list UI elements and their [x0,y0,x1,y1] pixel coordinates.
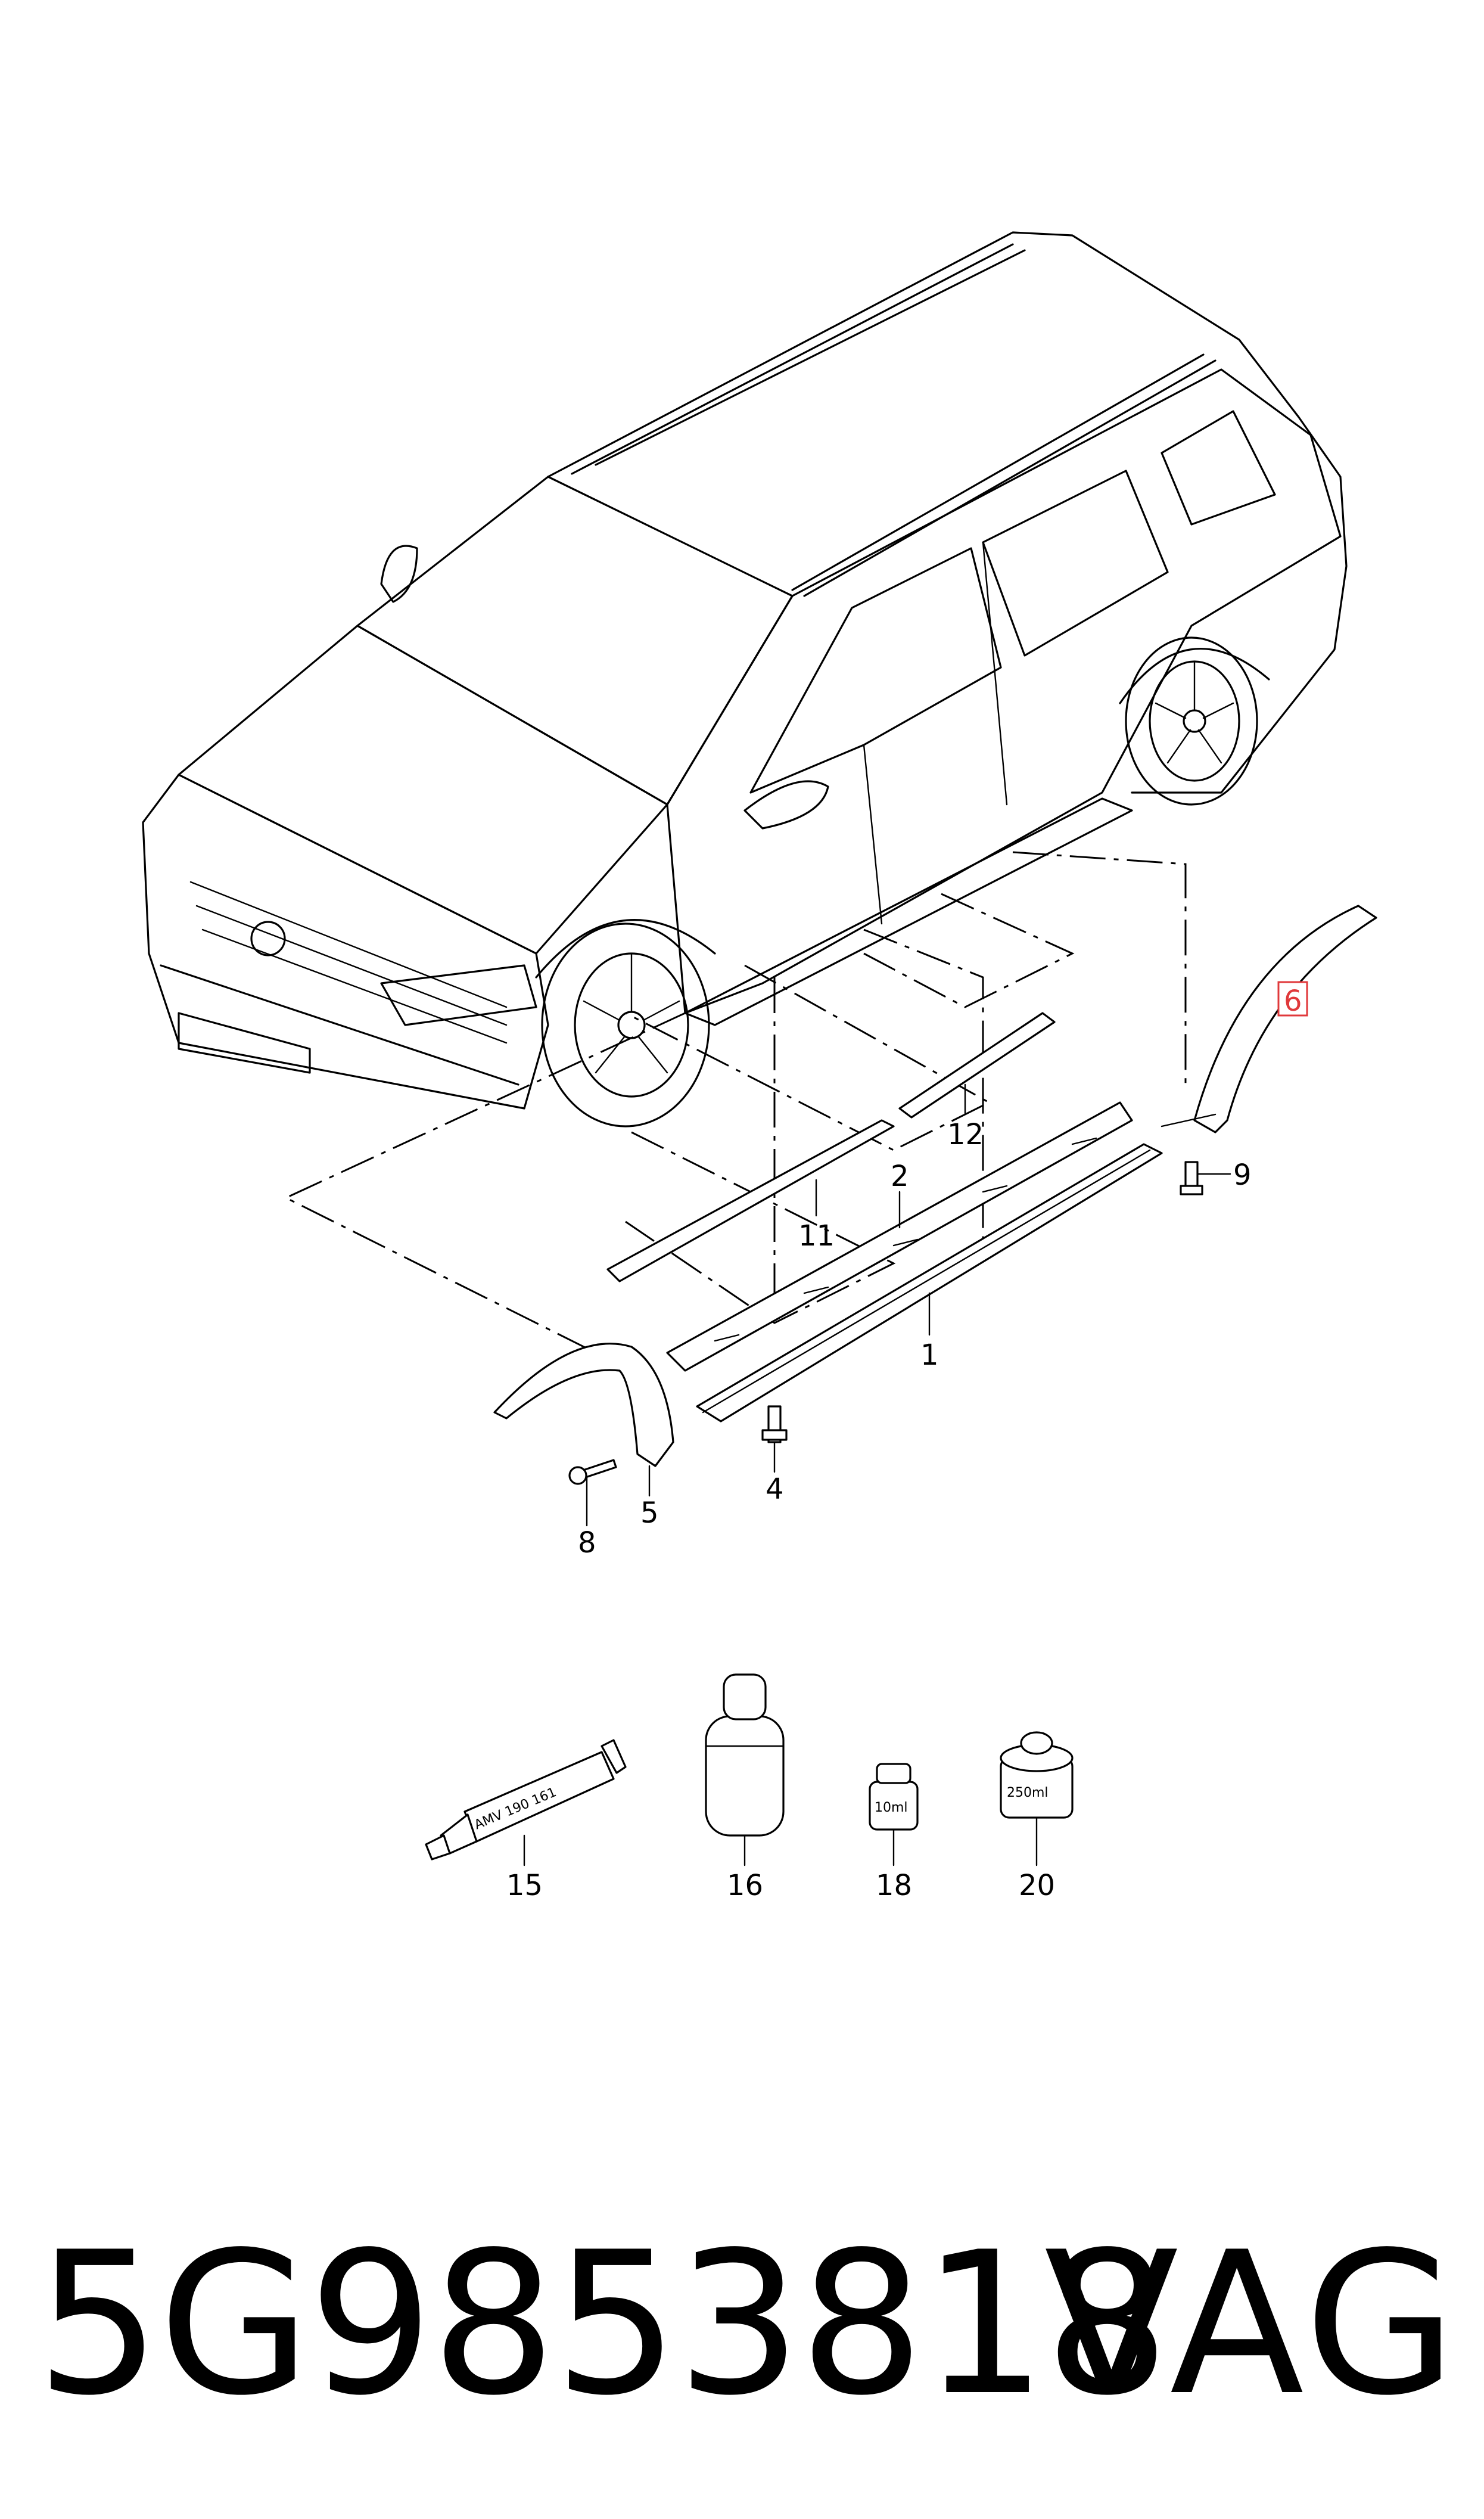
product-bottle [705,1673,785,1837]
part-sill-bracket [666,1101,1133,1372]
callout-15: 15 [506,1869,543,1902]
callout-16: 16 [727,1869,763,1902]
screw-icon-8 [568,1459,617,1485]
callout-6: 6 [1284,984,1302,1018]
front-wheel [535,919,716,1128]
callout-4: 4 [766,1473,784,1506]
jar-small-label: 10ml [875,1800,908,1815]
part-sill-trim [696,1143,1163,1422]
jar-large-label: 250ml [1007,1785,1049,1800]
callout-leaders [523,1000,1294,1866]
part-rear-wheel-arch [1161,905,1377,1133]
callout-2: 2 [891,1160,909,1193]
callout-12: 12 [947,1118,984,1151]
callout-9: 9 [1233,1158,1252,1192]
part-door-trim-lower [606,1119,895,1282]
screw-icon-4 [761,1405,788,1443]
product-jar-small: 10ml [869,1763,919,1831]
part-number: 5G9853818 [36,2210,1169,2439]
part-door-trim-upper [898,1012,1056,1119]
product-jar-large: 250ml [1000,1731,1074,1819]
callout-1: 1 [920,1338,939,1372]
callout-20: 20 [1019,1869,1055,1902]
brand-name: VAG [1044,2210,1460,2439]
callout-labels: 1 2 4 5 6 8 9 11 12 15 16 18 20 [506,981,1308,1902]
callout-11: 11 [798,1219,835,1253]
part-front-wheel-arch [493,1343,674,1467]
rear-wheel [1119,636,1270,806]
callout-8: 8 [578,1526,596,1560]
callout-18: 18 [876,1869,912,1902]
product-tube: AMV 190 161 [425,1739,627,1860]
screw-icon-9 [1180,1161,1203,1195]
leader-lines [284,851,1187,1372]
callout-6-highlight [1277,981,1308,1017]
car-illustration [142,231,1348,1128]
callout-5: 5 [640,1496,659,1530]
